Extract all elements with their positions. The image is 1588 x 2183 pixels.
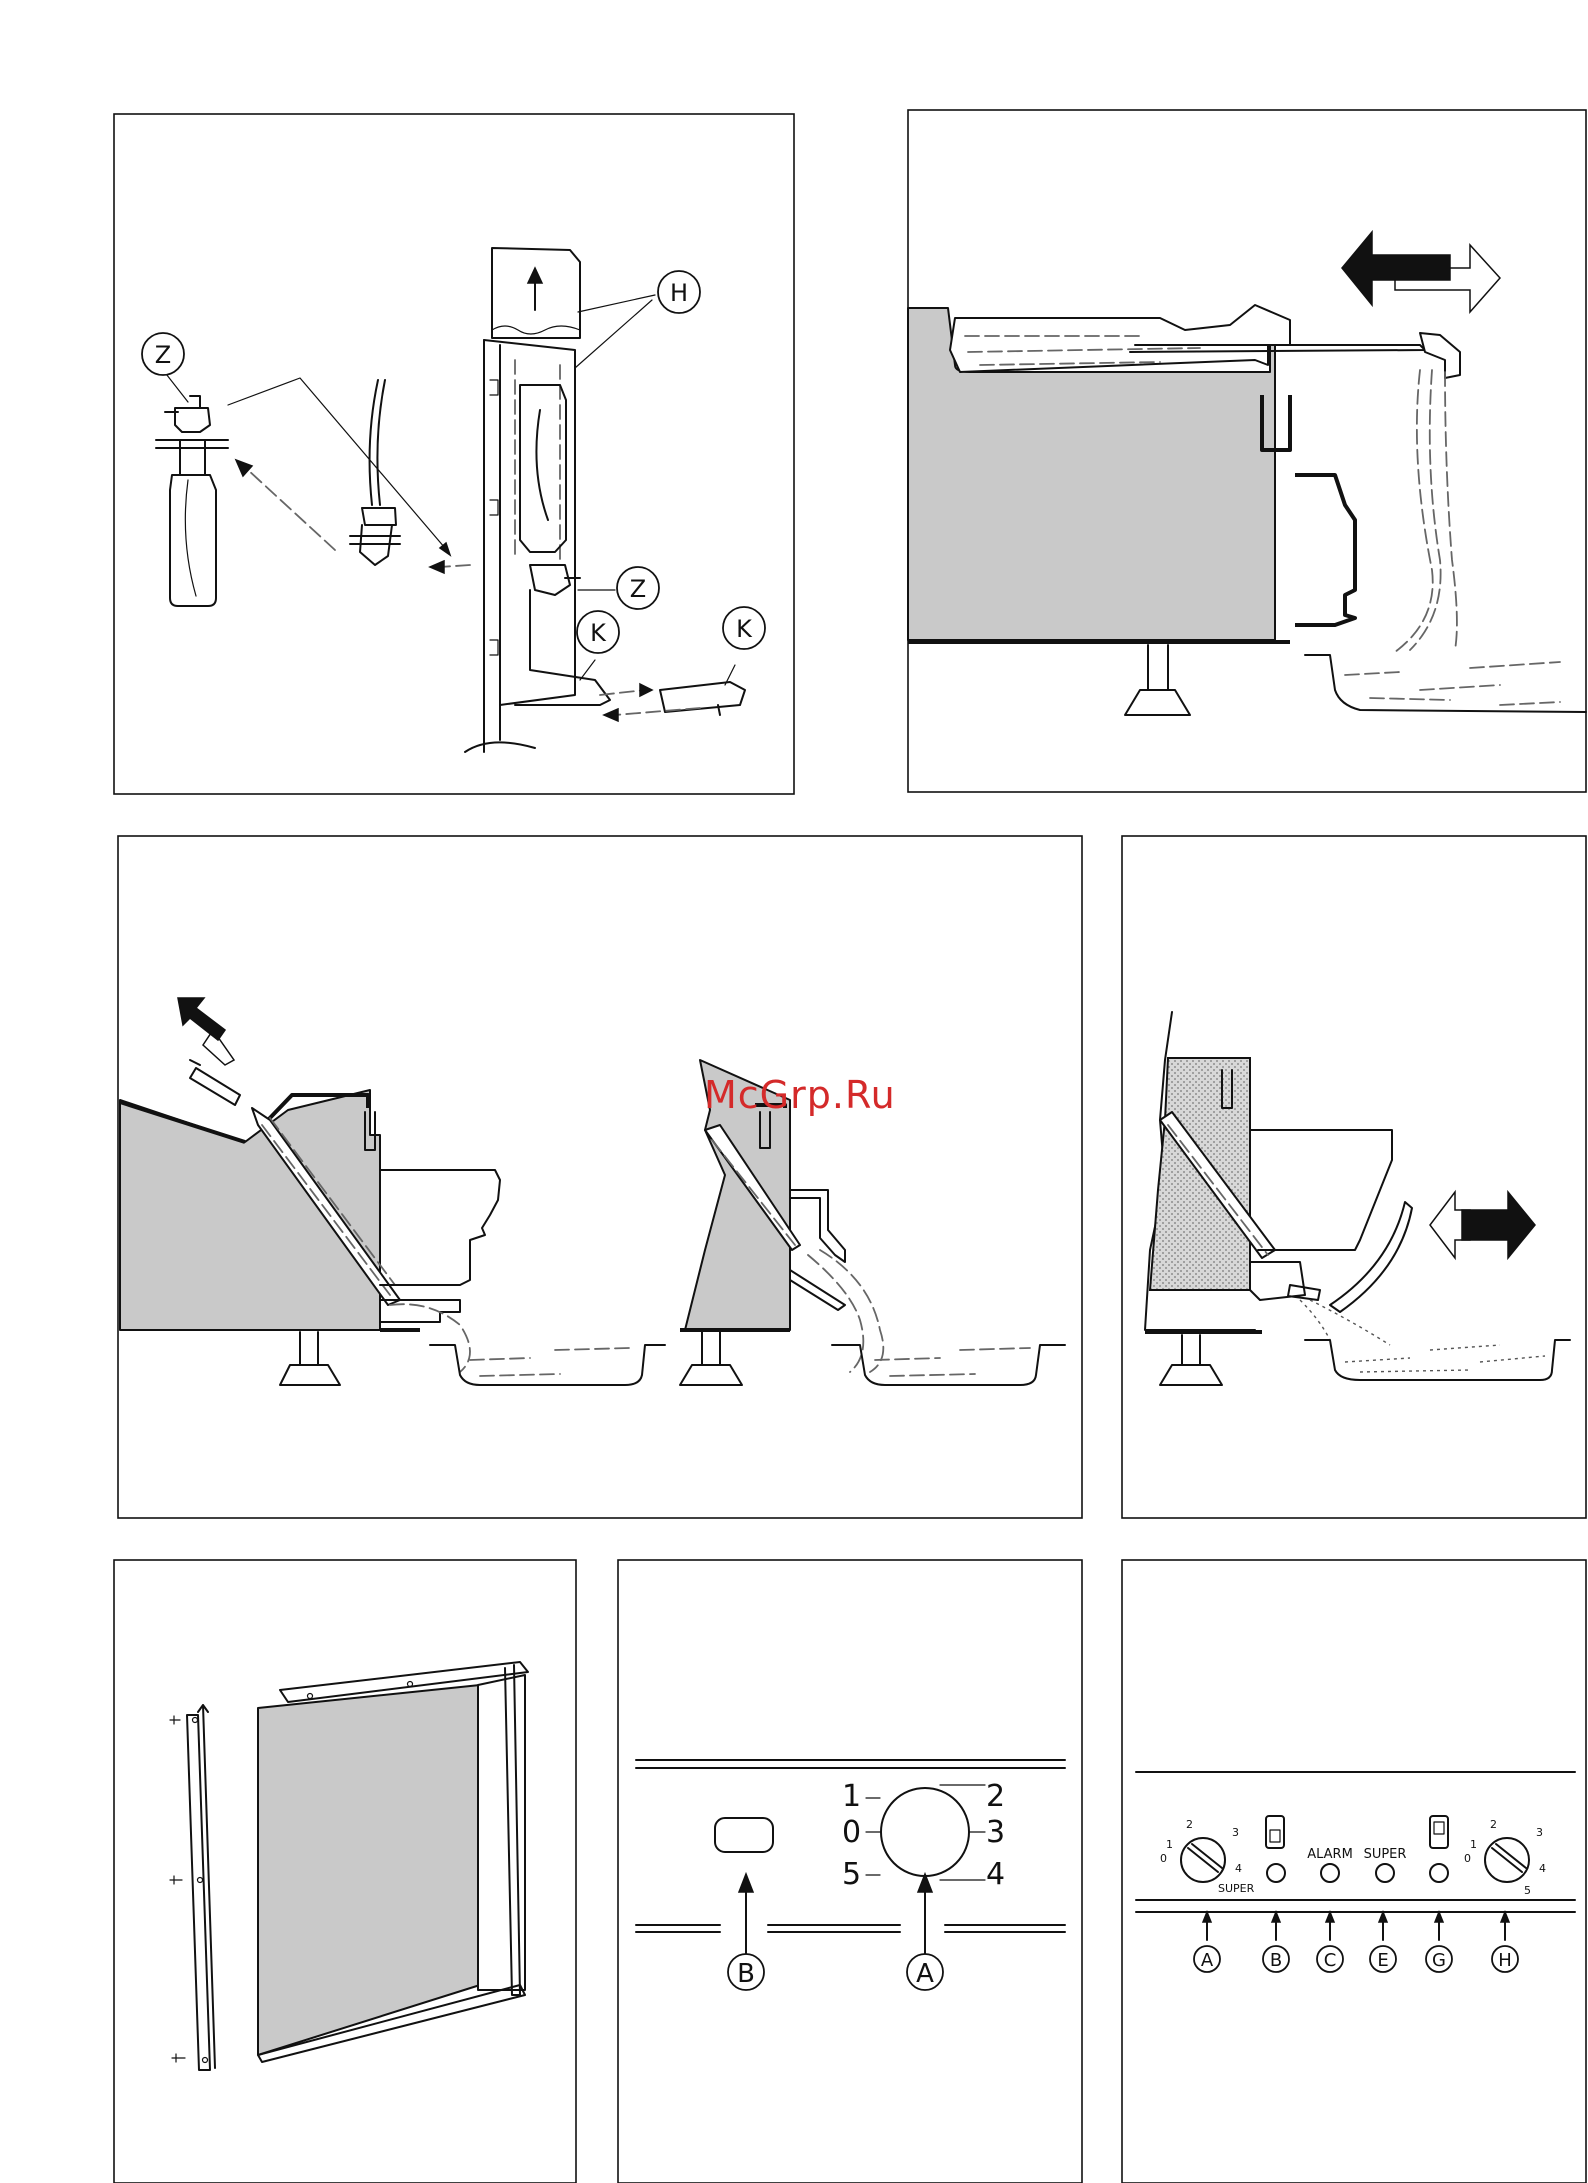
left-dial-3: 3 bbox=[1232, 1826, 1239, 1839]
panel-drain-bottle bbox=[114, 114, 794, 794]
callout-z-right: Z bbox=[630, 575, 646, 603]
callout-g: G bbox=[1432, 1950, 1446, 1971]
dial-number-2: 2 bbox=[986, 1779, 1005, 1814]
right-dial-3: 3 bbox=[1536, 1826, 1543, 1839]
left-dial-1: 1 bbox=[1166, 1838, 1173, 1851]
right-dial-2: 2 bbox=[1490, 1818, 1497, 1831]
indicator-lamp-b bbox=[715, 1818, 773, 1852]
drain-tool bbox=[190, 1068, 240, 1105]
drain-plug bbox=[530, 565, 570, 595]
dial-number-3: 3 bbox=[986, 1815, 1005, 1850]
left-dial-0: 0 bbox=[1160, 1852, 1167, 1865]
trim-strip bbox=[187, 1715, 210, 2070]
drip-spout bbox=[1420, 333, 1460, 378]
panel-drain-variants bbox=[118, 836, 1082, 1518]
panel-control-full: 1 2 3 0 4 SUPER ALARM SUPER 1 2 3 0 4 5 bbox=[1122, 1560, 1586, 2183]
callout-a: A bbox=[1201, 1950, 1214, 1971]
super-switch-e[interactable] bbox=[1376, 1864, 1394, 1882]
indicator-lamp-b bbox=[1266, 1816, 1284, 1848]
callout-k-right: K bbox=[736, 615, 753, 643]
light-b bbox=[1267, 1864, 1285, 1882]
panel-frame bbox=[1122, 1560, 1586, 2183]
callout-a: A bbox=[916, 1959, 934, 1989]
indicator-lamp-g bbox=[1430, 1816, 1448, 1848]
alarm-label: ALARM bbox=[1307, 1847, 1353, 1862]
panel-front-flap bbox=[1122, 836, 1586, 1518]
left-dial-2: 2 bbox=[1186, 1818, 1193, 1831]
panel-drain-bottle-callouts: Z H Z K K bbox=[142, 271, 765, 653]
thermostat-dial-a[interactable] bbox=[881, 1788, 969, 1876]
callout-z-left: Z bbox=[155, 341, 171, 369]
panel-drip-tray bbox=[908, 110, 1586, 792]
callout-h: H bbox=[670, 279, 688, 307]
callout-e: E bbox=[1377, 1950, 1388, 1971]
fitting-z bbox=[175, 408, 210, 432]
front-flap bbox=[1330, 1202, 1412, 1312]
callout-b: B bbox=[737, 1959, 755, 1989]
dial-number-4: 4 bbox=[986, 1857, 1005, 1892]
watermark: McGrp.Ru bbox=[704, 1073, 896, 1117]
left-dial-4: 4 bbox=[1235, 1862, 1242, 1875]
panel-door-strip bbox=[114, 1560, 576, 2183]
door-panel bbox=[258, 1685, 480, 2055]
hose-fitting bbox=[362, 508, 396, 525]
callout-h: H bbox=[1498, 1950, 1512, 1971]
left-dial-super: SUPER bbox=[1218, 1882, 1255, 1895]
alarm-light-c bbox=[1321, 1864, 1339, 1882]
light-g bbox=[1430, 1864, 1448, 1882]
right-dial-5: 5 bbox=[1524, 1884, 1531, 1897]
callout-b: B bbox=[1270, 1950, 1282, 1971]
callout-c: C bbox=[1324, 1950, 1337, 1971]
callout-k-left: K bbox=[590, 619, 607, 647]
super-label: SUPER bbox=[1364, 1847, 1407, 1862]
right-dial-1: 1 bbox=[1470, 1838, 1477, 1851]
tray-k-detached bbox=[660, 682, 745, 712]
dial-number-0: 0 bbox=[842, 1815, 861, 1850]
dial-number-1: 1 bbox=[842, 1779, 861, 1814]
panel-frame bbox=[114, 114, 794, 794]
panel-control-simple: 1 2 0 3 5 4 B A bbox=[618, 1560, 1082, 2183]
right-dial-0: 0 bbox=[1464, 1852, 1471, 1865]
appliance-body-left bbox=[120, 1090, 380, 1330]
dial-number-5: 5 bbox=[842, 1857, 861, 1892]
right-dial-4: 4 bbox=[1539, 1862, 1546, 1875]
